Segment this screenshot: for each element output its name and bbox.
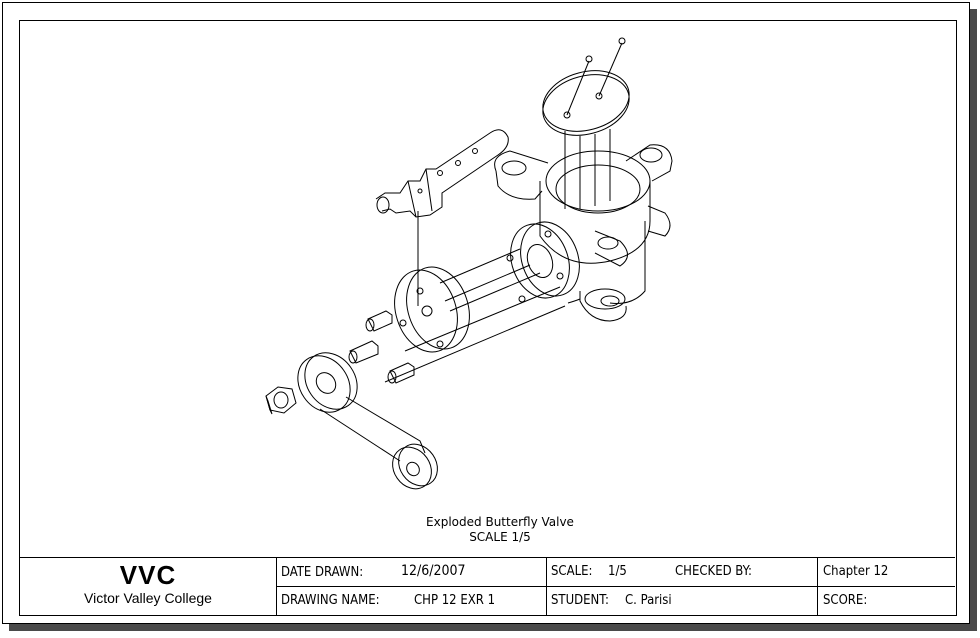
shaft-boss [506,221,580,303]
drawing-caption: Exploded Butterfly Valve SCALE 1/5 [360,515,640,545]
score-label: SCORE: [823,593,868,608]
student-value: C. Parisi [625,593,672,608]
chapter-label: Chapter 12 [823,564,889,579]
hex-nut [265,386,297,415]
row-divider [276,586,955,587]
scale-value: 1/5 [608,564,627,579]
gland-flange [394,266,470,353]
drawing-border: Exploded Butterfly Valve SCALE 1/5 VVC V… [19,20,957,616]
scale-label: SCALE: [551,564,593,579]
date-label: DATE DRAWN: [281,565,364,580]
student-label: STUDENT: [551,593,609,608]
valve-shaft [375,129,509,218]
drawing-scale-note: SCALE 1/5 [469,530,531,544]
lever-arm [297,352,438,490]
assembly-lines [384,129,611,383]
exploded-valve-drawing [265,37,673,490]
valve-disc [542,37,630,136]
drawing-title: Exploded Butterfly Valve [426,515,574,529]
valve-body [494,144,673,322]
college-name: Victor Valley College [84,590,212,606]
date-value: 12/6/2007 [401,563,466,579]
title-block: VVC Victor Valley College DATE DRAWN: 12… [20,557,955,615]
drawing-name-label: DRAWING NAME: [281,593,380,608]
drawing-name-value: CHP 12 EXR 1 [414,593,496,608]
college-logo-text: VVC [119,560,177,590]
drawing-sheet: Exploded Butterfly Valve SCALE 1/5 VVC V… [2,2,970,624]
checked-label: CHECKED BY: [675,564,752,579]
bolts [348,310,415,384]
